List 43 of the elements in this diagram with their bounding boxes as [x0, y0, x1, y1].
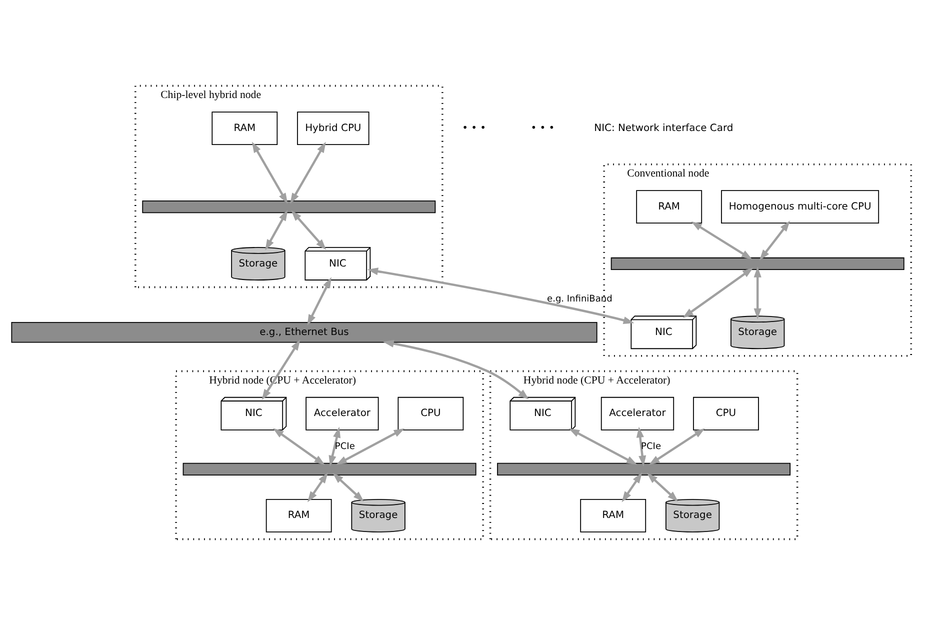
arrow: [367, 268, 634, 324]
node-box: Hybrid CPU: [297, 112, 370, 145]
node-box: Accelerator: [306, 396, 379, 430]
edge-label: e.g. InfiniBand: [547, 294, 612, 305]
arrow: [290, 142, 326, 204]
arrow: [332, 472, 364, 502]
node-box: Accelerator: [600, 396, 674, 430]
node-box: RAM: [636, 190, 702, 224]
arrow: [648, 428, 706, 465]
node-bar: [142, 200, 436, 214]
arrow: [691, 221, 752, 260]
arrow: [646, 472, 678, 502]
edge-label: PCIe: [334, 442, 355, 452]
node-box: RAM: [266, 498, 332, 532]
node-box: CPU: [693, 396, 759, 430]
arrow: [636, 426, 646, 467]
node-box: CPU: [398, 396, 464, 430]
label: NIC: Network interface Card: [594, 122, 734, 134]
node-box: e.g., Ethernet Bus: [11, 322, 598, 343]
node-box: RAM: [212, 112, 278, 145]
arrow: [307, 472, 328, 502]
arrow: [328, 426, 341, 466]
arrow: [382, 340, 529, 400]
label: • • •: [462, 122, 486, 134]
arrow: [754, 266, 762, 320]
arrow: [272, 428, 326, 466]
node-bar: [610, 257, 904, 270]
arrow: [262, 339, 300, 400]
arrow: [568, 428, 638, 465]
node-box: RAM: [580, 498, 646, 532]
arrow: [307, 277, 332, 326]
label: • • •: [530, 122, 555, 134]
node-box: Homogenous multi-core CPU: [721, 190, 880, 224]
arrow: [622, 472, 642, 502]
edge-label: PCIe: [641, 442, 661, 452]
arrow: [252, 142, 288, 204]
node-bar: [182, 462, 476, 476]
arrow: [682, 268, 754, 318]
node-bar: [497, 462, 791, 476]
arrow: [265, 210, 288, 250]
arrow: [336, 428, 405, 465]
arrow: [759, 220, 790, 260]
arrow: [291, 210, 326, 250]
